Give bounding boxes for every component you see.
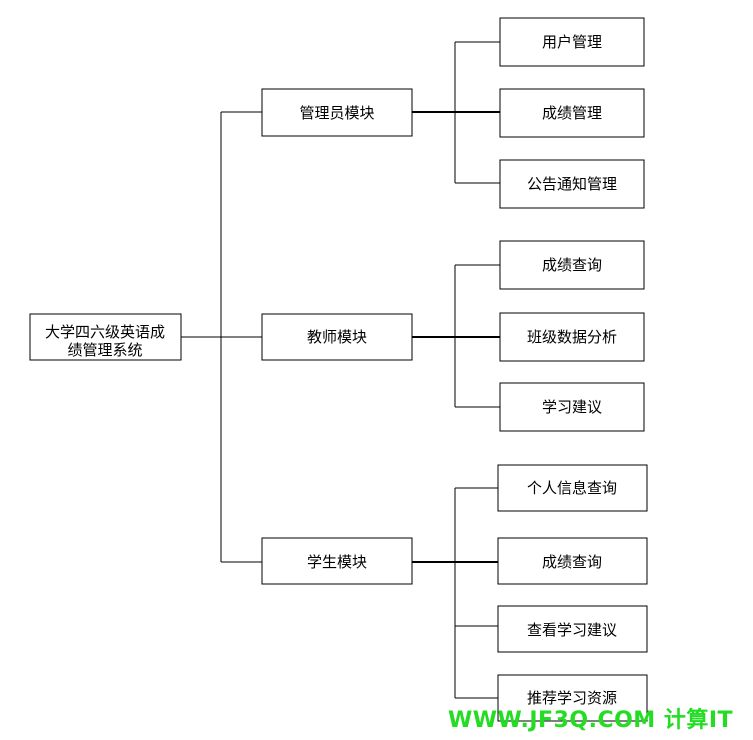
leaf-node-student-1: 个人信息查询 [497,464,648,512]
leaf-node-student-4: 推荐学习资源 [497,674,648,722]
leaf-node-teacher-2: 班级数据分析 [499,312,645,362]
module-node-teacher-box [261,313,413,361]
leaf-node-student-3: 查看学习建议 [497,605,648,653]
leaf-node-admin-3: 公告通知管理 [499,159,645,209]
leaf-node-teacher-2-box [499,312,645,362]
module-node-admin-label: 管理员模块 [299,104,374,122]
root-node-label-line-2: 绩管理系统 [67,341,142,359]
module-node-admin-box [261,88,413,137]
leaf-node-student-4-label: 推荐学习资源 [527,689,617,707]
leaf-node-student-3-label: 查看学习建议 [527,621,617,639]
module-node-admin: 管理员模块 [261,88,413,137]
leaf-node-teacher-1-label: 成绩查询 [542,256,602,274]
leaf-node-admin-1-box [499,17,645,67]
module-node-student: 学生模块 [261,537,413,585]
leaf-node-teacher-3-label: 学习建议 [542,398,602,416]
leaf-node-teacher-2-label: 班级数据分析 [527,328,617,346]
leaf-node-admin-2: 成绩管理 [499,88,645,138]
watermark: WWW.JF3Q.COM 计算IT [448,708,734,733]
leaf-node-student-1-box [497,464,648,512]
leaf-node-student-2: 成绩查询 [497,537,648,585]
leaf-node-admin-1: 用户管理 [499,17,645,67]
module-node-teacher: 教师模块 [261,313,413,361]
leaf-node-student-2-label: 成绩查询 [542,553,602,571]
module-node-teacher-label: 教师模块 [307,328,367,346]
leaf-node-admin-3-label: 公告通知管理 [527,175,617,193]
leaf-node-admin-2-label: 成绩管理 [542,104,602,122]
leaf-node-student-3-box [497,605,648,653]
leaf-node-student-2-box [497,537,648,585]
leaf-node-teacher-1-box [499,240,645,290]
leaf-node-admin-3-box [499,159,645,209]
leaf-node-teacher-1: 成绩查询 [499,240,645,290]
connector-lines [181,41,500,699]
leaf-node-admin-2-box [499,88,645,138]
root-node-box [29,313,182,361]
module-node-student-label: 学生模块 [307,553,367,571]
leaf-node-student-4-box [497,674,648,722]
root-node: 大学四六级英语成 绩管理系统 [29,313,182,361]
leaf-node-teacher-3: 学习建议 [499,382,645,432]
module-node-student-box [261,537,413,585]
leaf-node-teacher-3-box [499,382,645,432]
leaf-node-admin-1-label: 用户管理 [542,33,602,51]
leaf-node-student-1-label: 个人信息查询 [527,479,617,497]
root-node-label-line-1: 大学四六级英语成 [45,323,165,341]
